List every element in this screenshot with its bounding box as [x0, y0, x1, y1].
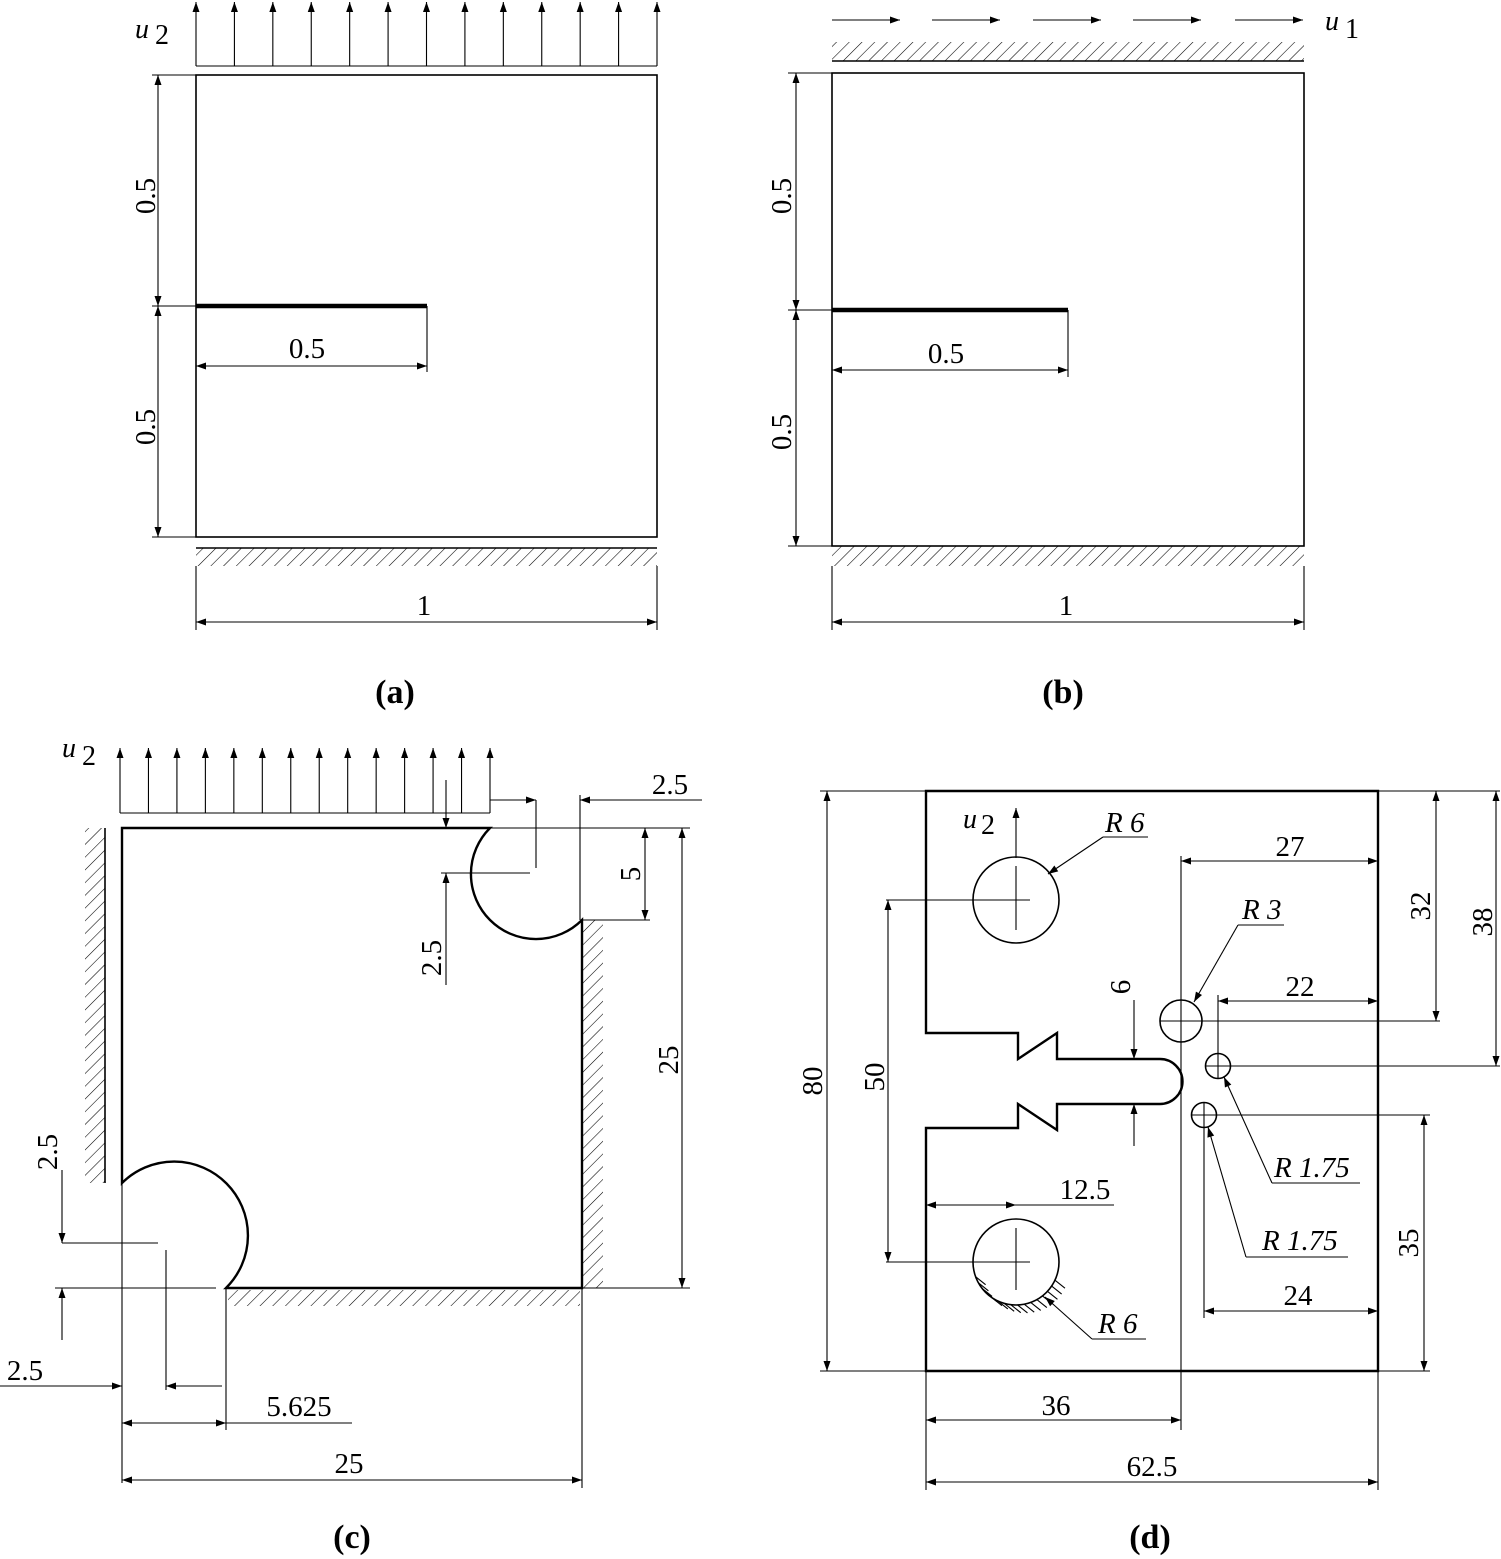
dim-50-d: 50 — [859, 1063, 891, 1092]
caption-b: (b) — [1042, 674, 1084, 711]
caption-a: (a) — [375, 674, 415, 711]
fixed-support-left-c — [85, 828, 105, 1183]
fixed-support-b — [832, 546, 1304, 566]
dim-upper-a: 0.5 — [130, 178, 162, 214]
caption-c: (c) — [333, 1519, 371, 1556]
dim-24-d: 24 — [1284, 1280, 1314, 1312]
dim-lower-a: 0.5 — [130, 409, 162, 445]
dim-62-5-d: 62.5 — [1127, 1451, 1178, 1483]
hatch-tick — [1010, 1304, 1022, 1314]
dim-width-b: 1 — [1059, 590, 1074, 622]
radius-r3-d: R 3 — [1241, 894, 1281, 926]
dim-80-d: 80 — [797, 1067, 829, 1096]
hatch-tick — [978, 1282, 989, 1292]
hole-bottom-hatch-d — [975, 1276, 1066, 1314]
hatch-tick — [1017, 1304, 1028, 1314]
dim-32-d: 32 — [1405, 892, 1437, 921]
dim-27-d: 27 — [1276, 831, 1305, 863]
specimen-d — [924, 789, 1380, 1373]
hatch-tick — [1030, 1301, 1042, 1311]
hatch-tick — [1023, 1303, 1035, 1313]
hatch-tick — [981, 1288, 993, 1297]
specimen-c — [120, 826, 584, 1290]
radius-small-2-d: R 1.75 — [1261, 1225, 1338, 1257]
radius-big-top-d: R 6 — [1104, 807, 1145, 839]
dim-lower-b: 0.5 — [766, 414, 798, 450]
dim-top-notch-c: 5 — [615, 867, 647, 882]
dim-left-offset-c: 2.5 — [7, 1355, 43, 1387]
dim-22-d: 22 — [1286, 971, 1315, 1003]
dim-36-d: 36 — [1042, 1390, 1071, 1422]
caption-d: (d) — [1129, 1519, 1171, 1556]
radius-big-bottom-d: R 6 — [1097, 1308, 1138, 1340]
hatch-tick — [1003, 1302, 1015, 1312]
dim-12-5-d: 12.5 — [1060, 1174, 1111, 1206]
hatch-tick — [997, 1300, 1009, 1310]
fixed-support-right-c — [583, 920, 603, 1288]
dim-top-offset-c: 2.5 — [652, 769, 688, 801]
hatch-tick — [975, 1276, 986, 1286]
hatch-tick — [1054, 1279, 1066, 1289]
dim-top-vertical-c: 2.5 — [416, 940, 448, 976]
dim-crack-b: 0.5 — [928, 338, 964, 370]
dim-crack-a: 0.5 — [289, 333, 325, 365]
hatch-tick — [1036, 1299, 1048, 1309]
dim-upper-b: 0.5 — [766, 178, 798, 214]
dim-height-c: 25 — [653, 1046, 685, 1075]
hatch-tick — [986, 1293, 998, 1302]
dim-width-c: 25 — [335, 1448, 364, 1480]
radius-small-1-d: R 1.75 — [1273, 1152, 1350, 1184]
fixed-support-top-b — [832, 42, 1304, 61]
fixed-support-a — [196, 548, 657, 566]
hatch-tick — [1051, 1285, 1062, 1295]
fixed-support-bottom-c — [228, 1290, 580, 1306]
load-arrows-c — [116, 748, 494, 813]
dim-38-d: 38 — [1467, 908, 1499, 937]
load-arrows-a — [192, 2, 661, 66]
dim-35-d: 35 — [1393, 1229, 1425, 1258]
dim-notch-distance-c: 5.625 — [266, 1391, 331, 1423]
dim-6-d: 6 — [1105, 980, 1137, 995]
hatch-tick — [1047, 1290, 1058, 1300]
dim-left-vertical-c: 2.5 — [32, 1134, 64, 1170]
dim-width-a: 1 — [417, 590, 432, 622]
